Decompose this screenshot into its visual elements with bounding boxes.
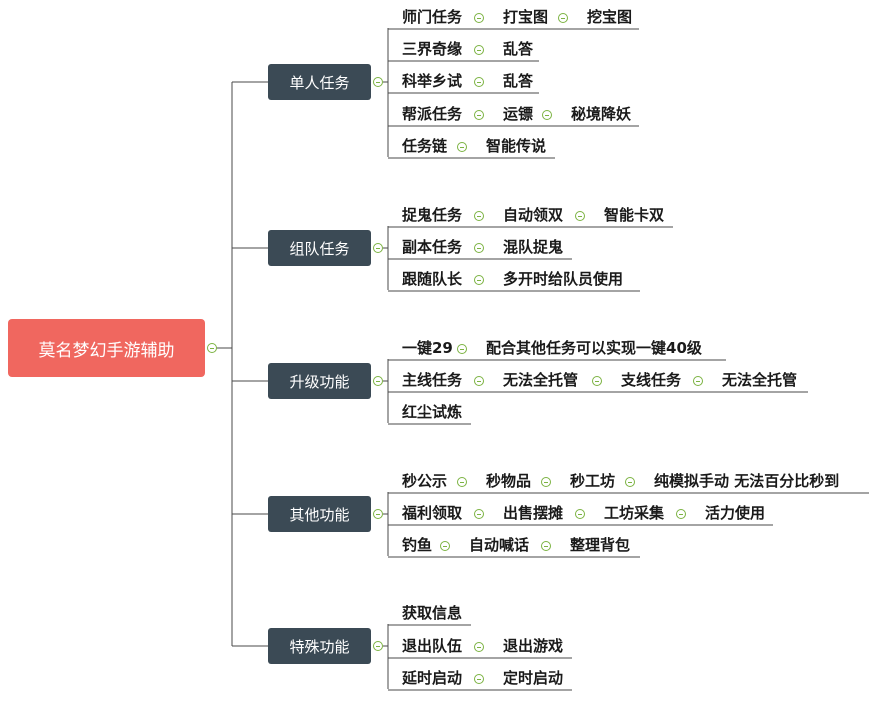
- root-node[interactable]: 莫名梦幻手游辅助: [8, 319, 205, 377]
- leaf-item[interactable]: 无法全托管: [503, 371, 579, 389]
- collapse-icon[interactable]: [474, 674, 484, 684]
- leaf-item[interactable]: 智能传说: [486, 137, 547, 155]
- collapse-icon[interactable]: [474, 77, 484, 87]
- collapse-icon[interactable]: [474, 642, 484, 652]
- leaf-item[interactable]: 乱答: [503, 72, 534, 90]
- leaf-item[interactable]: 工坊采集: [604, 504, 665, 522]
- collapse-icon[interactable]: [373, 77, 383, 87]
- leaf-item[interactable]: 科举乡试: [402, 72, 463, 90]
- collapse-icon[interactable]: [474, 275, 484, 285]
- branch-label: 特殊功能: [289, 637, 350, 656]
- leaf-item[interactable]: 钓鱼: [402, 536, 433, 554]
- leaf-item[interactable]: 主线任务: [402, 371, 463, 389]
- leaf-item[interactable]: 帮派任务: [402, 105, 463, 123]
- collapse-icon[interactable]: [693, 376, 703, 386]
- leaf-item[interactable]: 挖宝图: [587, 8, 633, 26]
- leaf-item[interactable]: 延时启动: [402, 669, 463, 687]
- leaf-item[interactable]: 师门任务: [402, 8, 463, 26]
- leaf-item[interactable]: 无法全托管: [722, 371, 798, 389]
- branch-node[interactable]: 升级功能: [268, 363, 371, 399]
- leaf-item[interactable]: 混队捉鬼: [503, 238, 564, 256]
- collapse-icon[interactable]: [625, 477, 635, 487]
- leaf-item[interactable]: 三界奇缘: [402, 40, 463, 58]
- collapse-icon[interactable]: [373, 376, 383, 386]
- leaf-item[interactable]: 定时启动: [503, 669, 564, 687]
- collapse-icon[interactable]: [676, 509, 686, 519]
- branch-node[interactable]: 单人任务: [268, 64, 371, 100]
- leaf-item[interactable]: 退出游戏: [503, 637, 564, 655]
- branch-node[interactable]: 组队任务: [268, 230, 371, 266]
- leaf-item[interactable]: 智能卡双: [604, 206, 665, 224]
- leaf-item[interactable]: 秒物品: [486, 472, 532, 490]
- branch-node[interactable]: 特殊功能: [268, 628, 371, 664]
- leaf-item[interactable]: 秒工坊: [570, 472, 616, 490]
- collapse-icon[interactable]: [457, 477, 467, 487]
- collapse-icon[interactable]: [373, 243, 383, 253]
- branch-node[interactable]: 其他功能: [268, 496, 371, 532]
- leaf-item[interactable]: 副本任务: [402, 238, 463, 256]
- branch-label: 单人任务: [289, 73, 350, 92]
- leaf-item[interactable]: 福利领取: [402, 504, 463, 522]
- collapse-icon[interactable]: [558, 13, 568, 23]
- collapse-icon[interactable]: [373, 509, 383, 519]
- leaf-item[interactable]: 运镖: [503, 105, 534, 123]
- collapse-icon[interactable]: [474, 243, 484, 253]
- collapse-icon[interactable]: [541, 541, 551, 551]
- leaf-item[interactable]: 秒公示: [402, 472, 448, 490]
- collapse-icon[interactable]: [575, 509, 585, 519]
- leaf-item[interactable]: 整理背包: [570, 536, 631, 554]
- leaf-item[interactable]: 多开时给队员使用: [503, 270, 624, 288]
- leaf-item[interactable]: 自动领双: [503, 206, 564, 224]
- collapse-icon[interactable]: [541, 477, 551, 487]
- collapse-icon[interactable]: [474, 509, 484, 519]
- leaf-item[interactable]: 秘境降妖: [571, 105, 632, 123]
- leaf-item[interactable]: 获取信息: [402, 604, 463, 622]
- collapse-icon[interactable]: [474, 110, 484, 120]
- branch-label: 升级功能: [289, 372, 350, 391]
- collapse-icon[interactable]: [457, 142, 467, 152]
- leaf-item[interactable]: 红尘试炼: [402, 403, 463, 421]
- collapse-icon[interactable]: [575, 211, 585, 221]
- leaf-item[interactable]: 一键29: [402, 339, 453, 357]
- leaf-item[interactable]: 退出队伍: [402, 637, 463, 655]
- leaf-item[interactable]: 跟随队长: [402, 270, 463, 288]
- leaf-item[interactable]: 捉鬼任务: [402, 206, 463, 224]
- leaf-item[interactable]: 乱答: [503, 40, 534, 58]
- collapse-icon[interactable]: [440, 541, 450, 551]
- leaf-item[interactable]: 自动喊话: [469, 536, 530, 554]
- leaf-item[interactable]: 活力使用: [705, 504, 766, 522]
- collapse-icon[interactable]: [207, 343, 217, 353]
- leaf-item[interactable]: 任务链: [402, 137, 448, 155]
- root-label: 莫名梦幻手游辅助: [38, 340, 175, 361]
- branch-label: 其他功能: [289, 505, 350, 524]
- leaf-item[interactable]: 出售摆摊: [503, 504, 564, 522]
- leaf-item[interactable]: 配合其他任务可以实现一键40级: [486, 339, 702, 357]
- collapse-icon[interactable]: [592, 376, 602, 386]
- collapse-icon[interactable]: [373, 641, 383, 651]
- collapse-icon[interactable]: [474, 13, 484, 23]
- collapse-icon[interactable]: [474, 45, 484, 55]
- collapse-icon[interactable]: [457, 344, 467, 354]
- leaf-item[interactable]: 纯模拟手动 无法百分比秒到: [654, 472, 840, 490]
- collapse-icon[interactable]: [542, 110, 552, 120]
- leaf-item[interactable]: 支线任务: [621, 371, 682, 389]
- leaf-item[interactable]: 打宝图: [503, 8, 549, 26]
- collapse-icon[interactable]: [474, 376, 484, 386]
- collapse-icon[interactable]: [474, 211, 484, 221]
- branch-label: 组队任务: [289, 239, 350, 258]
